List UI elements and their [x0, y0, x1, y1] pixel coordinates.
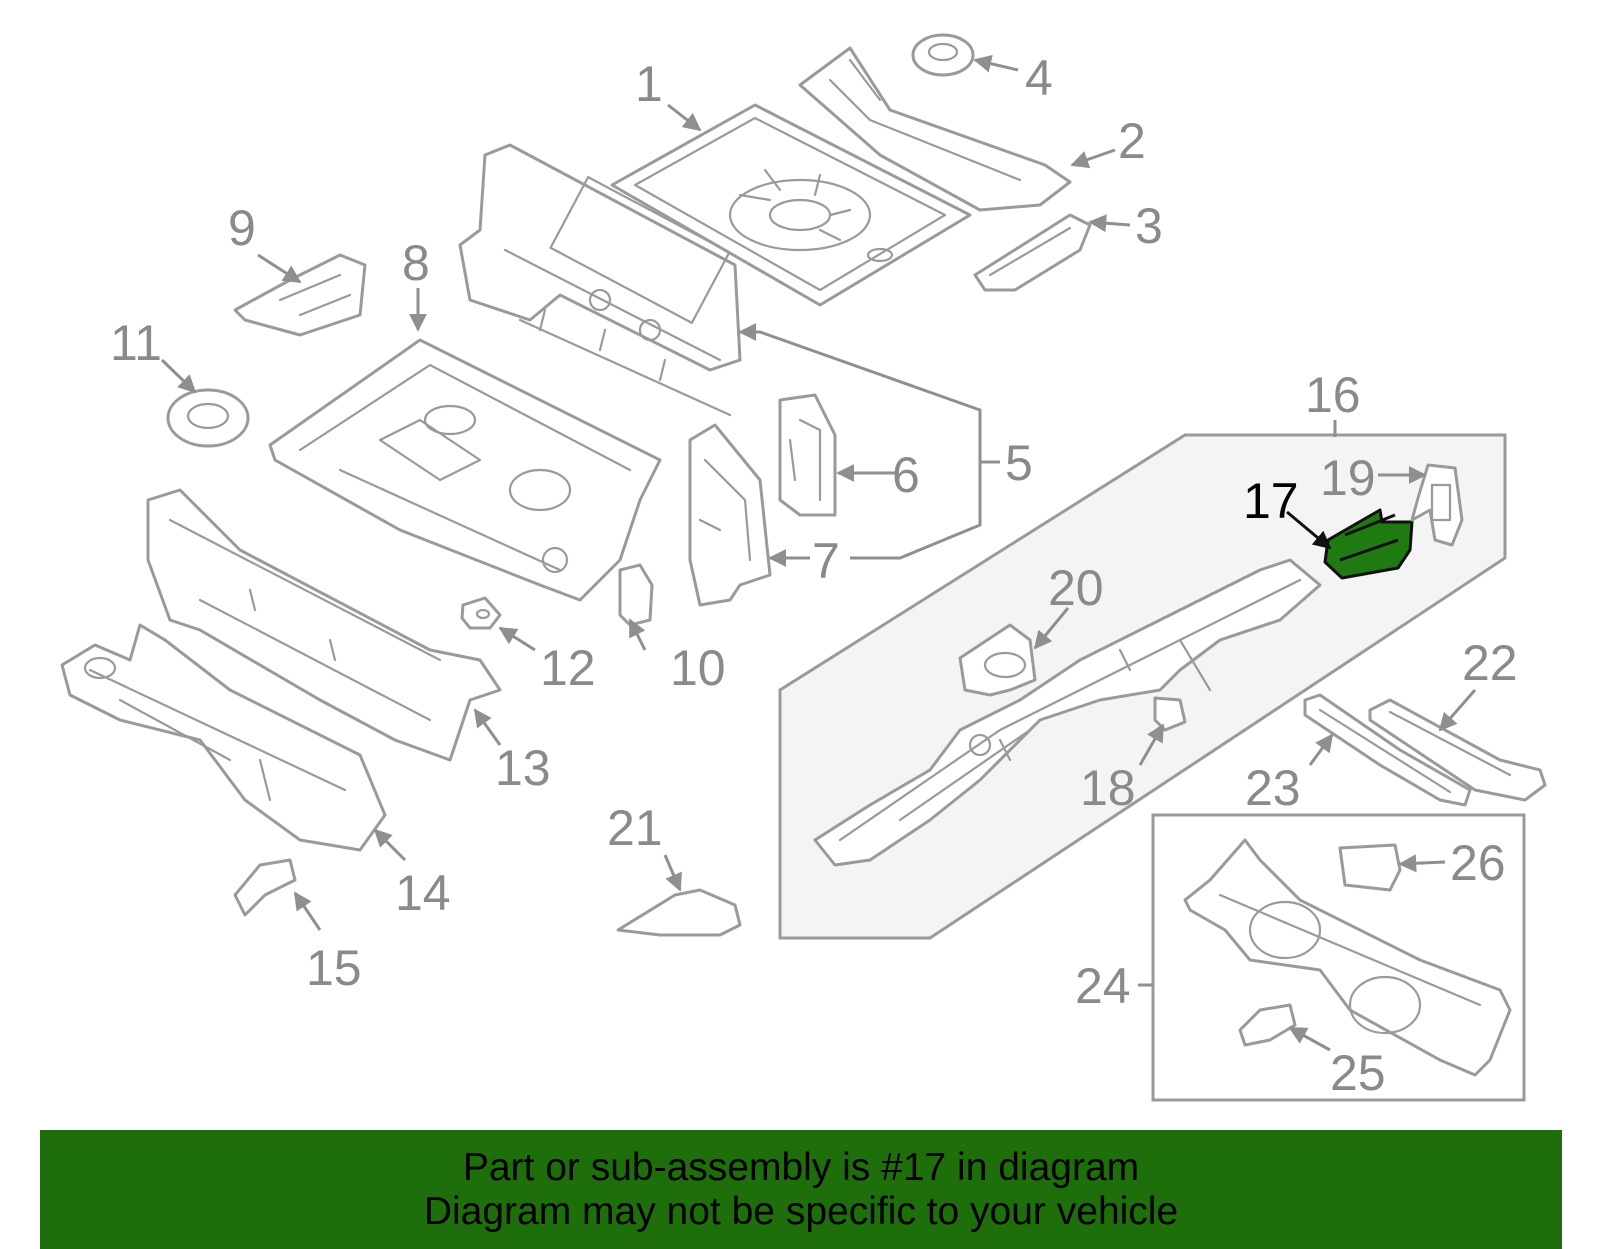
part-12-grommet — [460, 596, 502, 630]
callout-8: 8 — [402, 235, 430, 291]
callout-20: 20 — [1048, 560, 1104, 616]
part-2-rear-rail — [798, 46, 1072, 212]
part-14-crossmember — [60, 623, 387, 852]
part-26-bracket — [1338, 843, 1402, 892]
callout-13: 13 — [495, 740, 551, 796]
callout-2: 2 — [1118, 113, 1146, 169]
part-20-mount — [958, 623, 1037, 697]
part-22-rail — [1368, 698, 1547, 802]
callout-19: 19 — [1320, 450, 1376, 506]
callout-16: 16 — [1305, 367, 1361, 423]
callout-18: 18 — [1080, 760, 1136, 816]
part-4-plug — [911, 33, 975, 77]
callout-12: 12 — [540, 640, 596, 696]
info-banner: Part or sub-assembly is #17 in diagram D… — [40, 1130, 1562, 1249]
part-21-bracket — [616, 888, 742, 937]
callout-9: 9 — [228, 200, 256, 256]
parts-diagram: 1 2 3 4 5 6 7 8 9 10 11 12 13 14 15 16 1… — [60, 33, 1547, 1102]
callout-11: 11 — [110, 315, 162, 371]
part-13-crossmember — [146, 488, 502, 762]
part-11-plug — [166, 388, 250, 448]
part-24-floor-assembly — [1183, 838, 1512, 1077]
part-8-rear-floor — [268, 338, 662, 602]
part-16-side-rail — [813, 558, 1322, 867]
banner-line-2: Diagram may not be specific to your vehi… — [423, 1190, 1179, 1233]
callout-6: 6 — [892, 447, 920, 503]
callout-24: 24 — [1075, 958, 1131, 1014]
callout-4: 4 — [1025, 50, 1053, 106]
part-5-rear-panel — [458, 143, 742, 417]
part-15-bracket — [233, 858, 297, 917]
callout-26: 26 — [1450, 835, 1506, 891]
group-24-frame — [1151, 813, 1526, 1102]
part-19-plate — [1410, 463, 1464, 547]
part-25-bracket — [1238, 1003, 1297, 1047]
part-6-panel — [778, 393, 837, 517]
callout-14: 14 — [395, 865, 451, 921]
callout-22: 22 — [1462, 635, 1518, 691]
part-3-bracket — [973, 213, 1092, 292]
part-18-bracket — [1153, 696, 1187, 732]
part-7-pillar — [688, 423, 772, 607]
banner-line-1: Part or sub-assembly is #17 in diagram — [462, 1146, 1140, 1189]
part-10-block — [618, 563, 654, 627]
part-1-rear-floor-pan — [610, 103, 972, 307]
callout-17: 17 — [1243, 473, 1299, 529]
callout-3: 3 — [1135, 198, 1163, 254]
callout-10: 10 — [670, 640, 726, 696]
callout-5: 5 — [1005, 435, 1033, 491]
callout-15: 15 — [306, 940, 362, 996]
callout-25: 25 — [1330, 1045, 1386, 1101]
part-9-bracket — [233, 253, 367, 337]
callout-21: 21 — [607, 800, 663, 856]
callout-7: 7 — [812, 533, 840, 589]
callout-labels: 1 2 3 4 5 6 7 8 9 10 11 12 13 14 15 16 1… — [110, 50, 1518, 1101]
part-23-rail — [1303, 693, 1472, 807]
part-17-highlighted — [1323, 508, 1414, 580]
callout-1: 1 — [635, 56, 663, 112]
callout-23: 23 — [1245, 760, 1301, 816]
leader-lines — [160, 54, 1477, 1052]
